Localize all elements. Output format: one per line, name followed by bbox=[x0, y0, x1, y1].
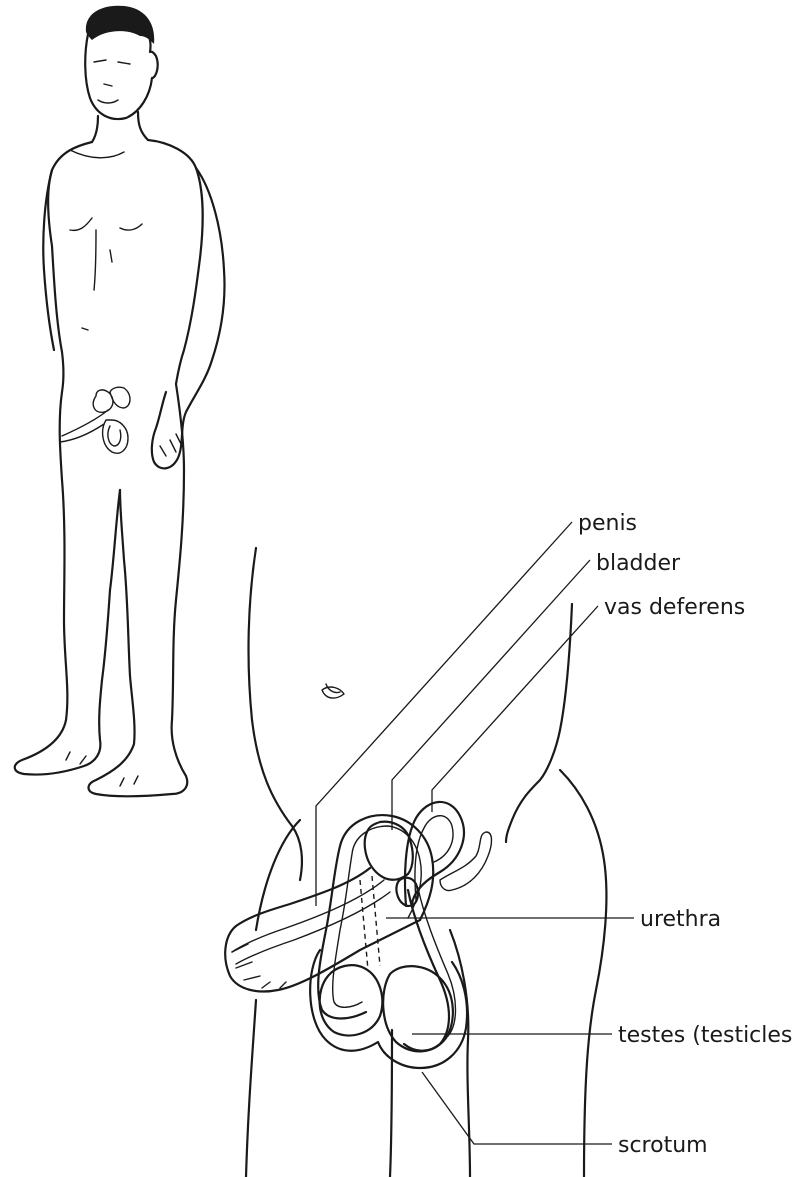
face-details bbox=[94, 60, 130, 103]
torso-right bbox=[148, 140, 203, 384]
left-inner-leg bbox=[390, 1030, 392, 1177]
label-scrotum: scrotum bbox=[618, 1133, 708, 1158]
left-leg-outline bbox=[246, 1000, 256, 1177]
label-vas-deferens: vas deferens bbox=[604, 595, 745, 620]
label-testes: testes (testicles) bbox=[618, 1023, 794, 1048]
leader-penis bbox=[316, 522, 572, 906]
standing-man-figure bbox=[15, 6, 225, 797]
testis-left bbox=[320, 965, 383, 1035]
hair bbox=[86, 6, 154, 44]
label-bladder: bladder bbox=[596, 551, 681, 576]
leader-vas-deferens bbox=[432, 606, 598, 812]
head bbox=[85, 26, 157, 119]
prostate bbox=[396, 878, 417, 906]
left-hip-outline bbox=[249, 548, 302, 930]
right-thigh-outline bbox=[560, 770, 606, 1177]
leader-bladder bbox=[392, 560, 590, 830]
navel bbox=[322, 684, 344, 698]
urethra-tube bbox=[232, 880, 390, 964]
label-penis: penis bbox=[578, 511, 637, 536]
testis-right bbox=[383, 966, 453, 1051]
label-urethra: urethra bbox=[640, 907, 721, 932]
right-arm bbox=[152, 168, 225, 468]
torso-left bbox=[48, 142, 92, 392]
glans-texture bbox=[232, 944, 286, 988]
chest-details bbox=[70, 150, 142, 330]
neck bbox=[92, 112, 148, 142]
figure-genitals bbox=[60, 387, 130, 453]
seminal-vesicle bbox=[440, 832, 492, 891]
pelvic-detail-illustration: penis bladder vas deferens urethra teste… bbox=[225, 511, 794, 1177]
right-hip-outline bbox=[506, 604, 572, 842]
legs-outline bbox=[15, 392, 120, 775]
